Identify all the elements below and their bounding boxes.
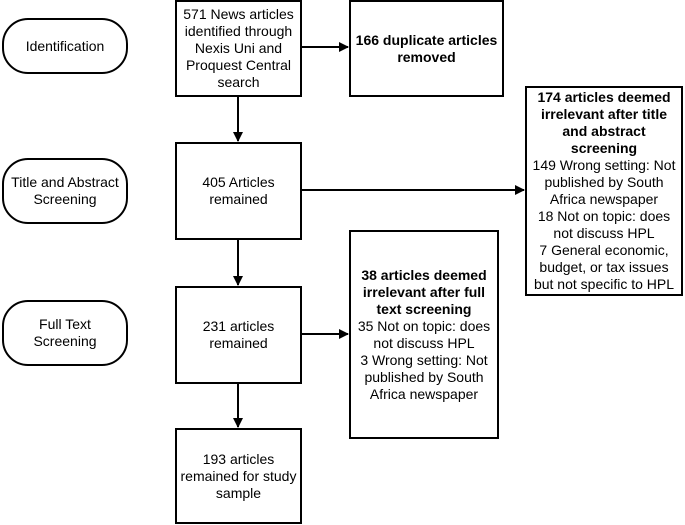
stage-title-abstract-line-2: Screening (33, 191, 97, 207)
irrelevant-title-reason-line-5: not discuss HPL (553, 225, 655, 241)
box-duplicates-removed: 166 duplicate articles removed (349, 0, 504, 97)
irrelevant-full-reason-line-2: not discuss HPL (373, 334, 475, 351)
irrelevant-full-reasons: 35 Not on topic: does not discuss HPL 3 … (358, 318, 490, 403)
remained-405-line-2: remained (209, 191, 268, 207)
final-193-line-3: sample (215, 484, 262, 501)
final-193-line-1: 193 articles (202, 450, 275, 467)
stage-full-text-screening: Full Text Screening (2, 300, 128, 366)
irrelevant-full-heading-line-3: text screening (376, 300, 472, 317)
irrelevant-title-reason-line-2: published by South (544, 174, 664, 190)
stage-identification: Identification (2, 18, 128, 74)
stage-full-text-line-2: Screening (33, 333, 97, 349)
box-identified-articles: 571 News articles identified through Nex… (175, 0, 302, 97)
stage-full-text-line-1: Full Text (39, 316, 91, 332)
duplicates-line-1: 166 duplicate articles (355, 31, 498, 48)
stage-identification-label: Identification (25, 37, 105, 54)
irrelevant-title-reasons: 149 Wrong setting: Not published by Sout… (533, 157, 676, 293)
irrelevant-title-reason-line-3: Africa newspaper (549, 191, 659, 207)
identified-line-1: 571 News articles (183, 6, 294, 22)
irrelevant-full-reason-line-1: 35 Not on topic: does (357, 317, 491, 334)
irrelevant-full-heading-line-1: 38 articles deemed (361, 266, 487, 283)
irrelevant-title-reason-line-1: 149 Wrong setting: Not (532, 157, 676, 173)
box-405-remained: 405 Articles remained (175, 142, 302, 240)
irrelevant-title-reason-line-6: 7 General economic, (539, 242, 669, 258)
stage-title-abstract-screening: Title and Abstract Screening (2, 158, 128, 224)
irrelevant-full-reason-line-5: Africa newspaper (369, 385, 479, 402)
identified-line-4: Proquest Central (185, 57, 292, 73)
identified-line-3: Nexis Uni and (194, 40, 283, 56)
irrelevant-title-reason-line-7: budget, or tax issues (539, 259, 669, 275)
irrelevant-title-heading-line-3: and abstract (562, 123, 646, 139)
remained-405-line-1: 405 Articles (202, 174, 275, 190)
box-irrelevant-title-abstract: 174 articles deemed irrelevant after tit… (525, 86, 683, 296)
final-193-line-2: remained for study (180, 467, 297, 484)
irrelevant-full-reason-line-4: published by South (364, 368, 484, 385)
identified-line-2: identified through (184, 23, 293, 39)
irrelevant-title-heading-line-2: irrelevant after title (540, 106, 668, 122)
irrelevant-title-heading: 174 articles deemed irrelevant after tit… (537, 89, 670, 157)
remained-231-line-2: remained (209, 335, 268, 351)
stage-title-abstract-line-1: Title and Abstract (11, 174, 119, 190)
box-irrelevant-full-text: 38 articles deemed irrelevant after full… (349, 230, 499, 439)
irrelevant-full-heading: 38 articles deemed irrelevant after full… (361, 267, 486, 318)
irrelevant-title-heading-line-4: screening (570, 140, 638, 156)
irrelevant-title-heading-line-1: 174 articles deemed (537, 89, 671, 105)
box-231-remained: 231 articles remained (175, 286, 302, 384)
box-193-final-sample: 193 articles remained for study sample (175, 428, 302, 524)
irrelevant-full-reason-line-3: 3 Wrong setting: Not (360, 351, 488, 368)
identified-line-5: search (217, 74, 260, 90)
irrelevant-full-heading-line-2: irrelevant after full (362, 283, 486, 300)
irrelevant-title-reason-line-4: 18 Not on topic: does (537, 208, 671, 224)
remained-231-line-1: 231 articles (202, 318, 275, 334)
irrelevant-title-reason-line-8: but not specific to HPL (533, 276, 675, 292)
duplicates-line-2: removed (397, 48, 456, 65)
